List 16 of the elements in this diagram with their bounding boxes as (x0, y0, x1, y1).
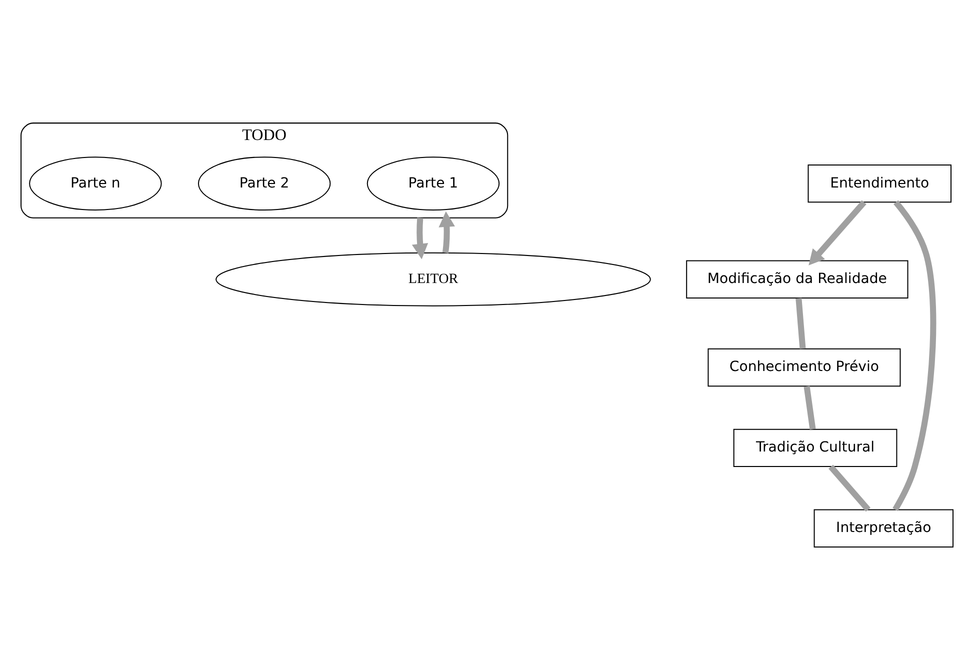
arrow (808, 200, 866, 266)
connector (804, 386, 816, 430)
node-box: Modificação da Realidade (686, 260, 908, 298)
arrow (438, 211, 455, 254)
connector (892, 200, 936, 512)
node-ellipse: Parte 2 (198, 156, 331, 211)
node-box: Interpretação (814, 509, 954, 548)
node-ellipse: Parte n (29, 156, 162, 211)
node-ellipse: LEITOR (216, 252, 651, 306)
node-box: Entendimento (808, 164, 952, 203)
node-ellipse: Parte 1 (366, 156, 500, 211)
arrow (412, 218, 428, 260)
node-box: Conhecimento Prévio (708, 348, 901, 387)
connector (828, 464, 870, 512)
node-box: Tradição Cultural (733, 428, 898, 468)
connector (796, 298, 806, 349)
